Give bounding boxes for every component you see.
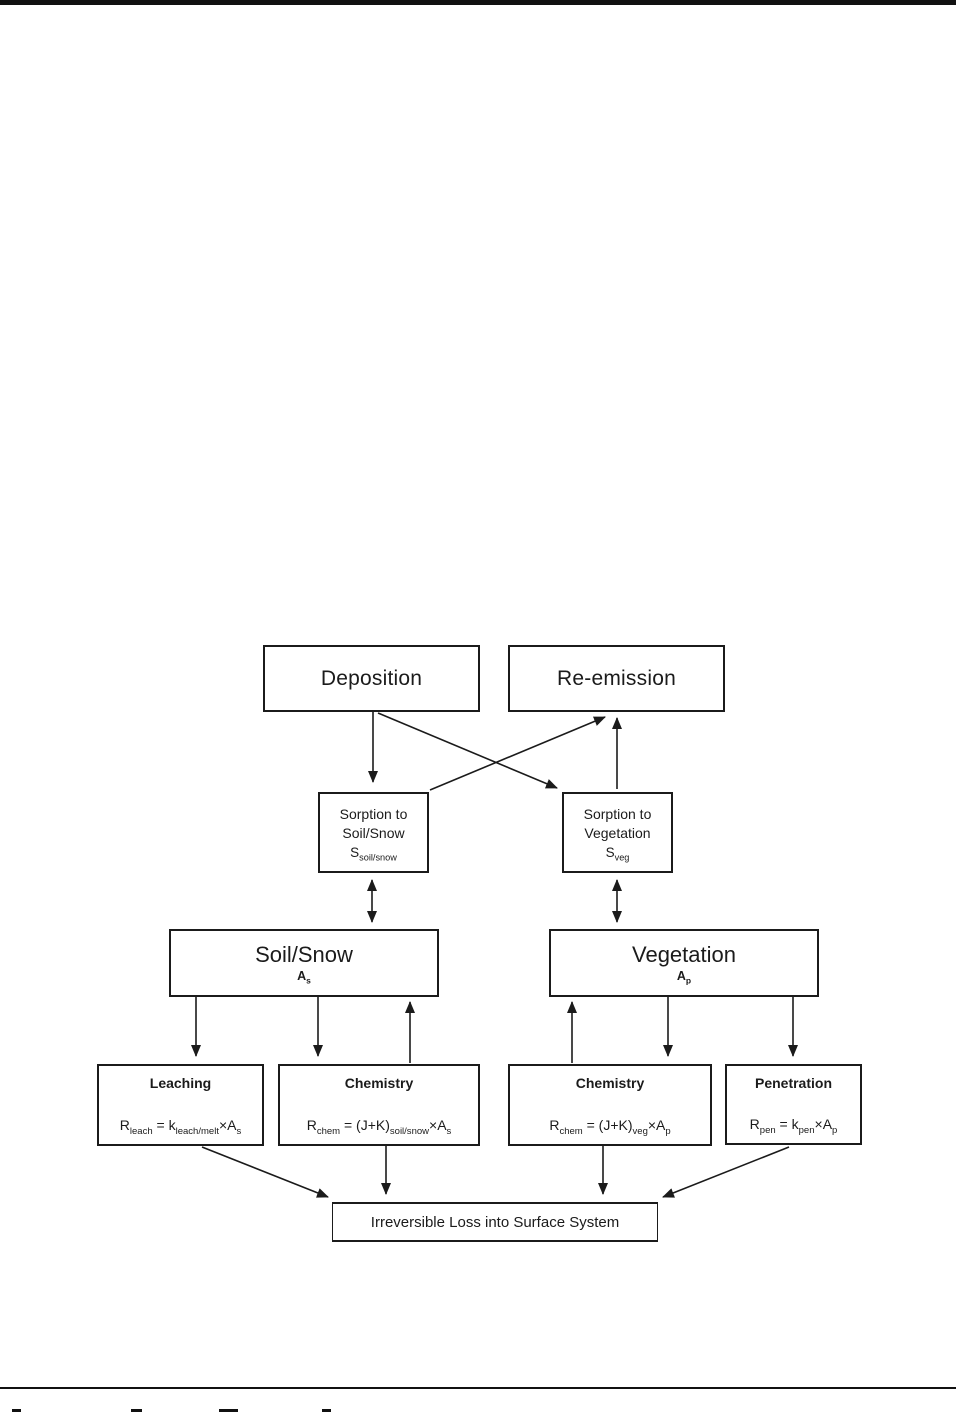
chemistry-veg-label: Chemistry [575,1075,645,1091]
node-sorption-soil-snow: Sorption to Soil/Snow Ssoil/snow [318,792,429,873]
soil-snow-label: Soil/Snow [255,941,353,967]
vegetation-label: Vegetation [632,941,736,967]
node-leaching: Leaching Rleach = kleach/melt×As [97,1064,264,1146]
cropped-footer-text-mark [219,1409,238,1412]
footer-rule [0,1387,956,1389]
soil-snow-symbol: As [297,969,311,986]
cropped-footer-text-mark [12,1409,21,1412]
arrow-leaching-to-loss [201,1146,329,1198]
leaching-formula: Rleach = kleach/melt×As [119,1117,242,1137]
penetration-label: Penetration [754,1075,832,1091]
chemistry-soil-formula: Rchem = (J+K)soil/snow×As [306,1117,452,1137]
node-soil-snow: Soil/Snow As [169,929,439,997]
cropped-footer-text-mark [322,1409,331,1412]
node-penetration: Penetration Rpen = kpen×Ap [725,1064,862,1145]
node-sorption-vegetation: Sorption to Vegetation Sveg [562,792,673,873]
leaching-label: Leaching [149,1075,212,1091]
sorption-soil-line-1: Sorption to [339,806,408,823]
arrow-penetration-to-loss [662,1146,790,1198]
sorption-soil-line-2: Soil/Snow [342,824,405,841]
sorption-soil-symbol: Ssoil/snow [350,844,397,863]
node-irreversible-loss: Irreversible Loss into Surface System [332,1202,658,1242]
sorption-veg-line-1: Sorption to [583,806,652,823]
node-re-emission: Re-emission [508,645,725,712]
deposition-label: Deposition [320,666,423,690]
node-chemistry-soil-snow: Chemistry Rchem = (J+K)soil/snow×As [278,1064,480,1146]
sorption-veg-line-2: Vegetation [584,824,651,841]
arrow-sorption-soil-to-reemission [429,716,606,791]
arrow-deposition-to-sorption-veg [377,712,558,789]
node-deposition: Deposition [263,645,480,712]
node-chemistry-vegetation: Chemistry Rchem = (J+K)veg×Ap [508,1064,712,1146]
sorption-veg-symbol: Sveg [605,844,630,863]
vegetation-symbol: Ap [676,969,692,986]
cropped-footer-text-mark [131,1409,142,1412]
page-top-rule [0,0,956,5]
node-vegetation: Vegetation Ap [549,929,819,997]
irreversible-loss-label: Irreversible Loss into Surface System [370,1213,620,1231]
chemistry-soil-label: Chemistry [344,1075,414,1091]
chemistry-veg-formula: Rchem = (J+K)veg×Ap [549,1117,671,1137]
re-emission-label: Re-emission [557,666,676,690]
penetration-formula: Rpen = kpen×Ap [749,1116,838,1136]
